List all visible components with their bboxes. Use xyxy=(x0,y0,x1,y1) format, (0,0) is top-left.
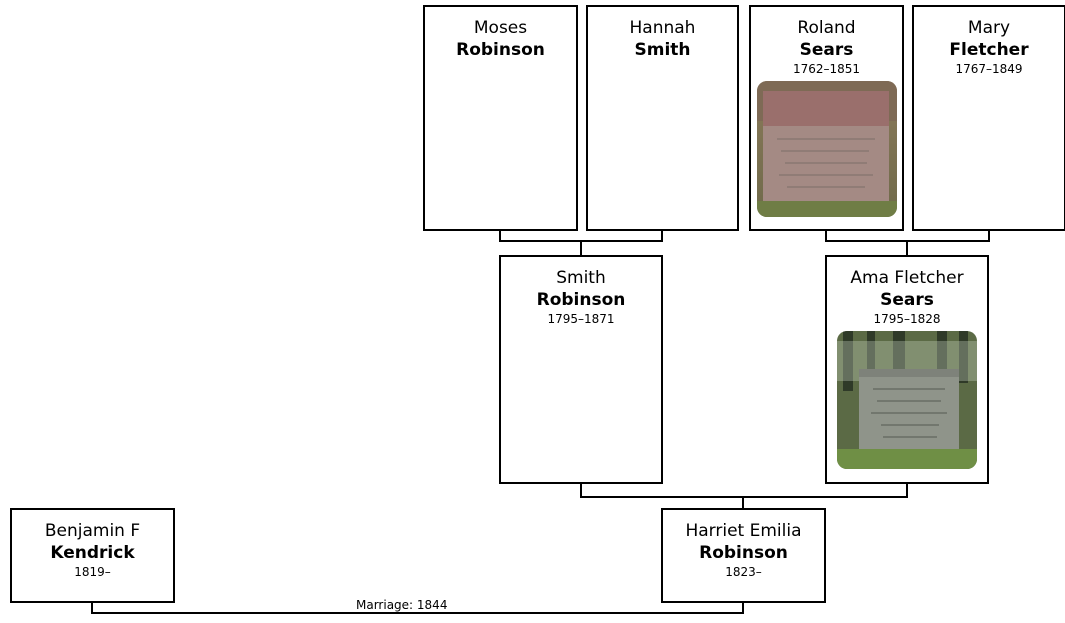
given-name: Moses xyxy=(473,18,528,38)
connector-line xyxy=(988,231,990,241)
given-name: Hannah xyxy=(629,18,696,38)
surname: Sears xyxy=(799,40,854,60)
surname: Robinson xyxy=(536,290,626,310)
given-name: Ama Fletcher xyxy=(850,268,964,288)
person-card-roland-sears[interactable]: Roland Sears 1762–1851 xyxy=(749,5,904,231)
marriage-connector-line xyxy=(91,603,93,613)
gravestone-photo[interactable] xyxy=(756,81,897,217)
person-card-mary-fletcher[interactable]: Mary Fletcher 1767–1849 xyxy=(912,5,1065,231)
life-dates: 1762–1851 xyxy=(792,62,861,76)
connector-line xyxy=(580,496,908,498)
person-card-ama-fletcher-sears[interactable]: Ama Fletcher Sears 1795–1828 xyxy=(825,255,989,484)
person-card-hannah-smith[interactable]: Hannah Smith xyxy=(586,5,739,231)
given-name: Roland xyxy=(797,18,856,38)
life-dates: 1819– xyxy=(74,565,111,579)
person-card-moses-robinson[interactable]: Moses Robinson xyxy=(423,5,578,231)
marriage-label: Marriage: 1844 xyxy=(356,598,448,612)
given-name: Harriet Emilia xyxy=(685,521,802,541)
connector-line xyxy=(661,231,663,241)
person-card-smith-robinson[interactable]: Smith Robinson 1795–1871 xyxy=(499,255,663,484)
connector-line xyxy=(742,496,744,509)
connector-line xyxy=(825,231,827,241)
person-card-benjamin-kendrick[interactable]: Benjamin F Kendrick 1819– xyxy=(10,508,175,603)
connector-line xyxy=(906,240,908,256)
connector-line xyxy=(580,484,582,498)
surname: Smith xyxy=(634,40,691,60)
marriage-connector-line xyxy=(742,603,744,613)
connector-line xyxy=(580,240,582,256)
life-dates: 1823– xyxy=(725,565,762,579)
given-name: Mary xyxy=(967,18,1011,38)
given-name: Smith xyxy=(556,268,606,288)
surname: Sears xyxy=(880,290,934,310)
connector-line xyxy=(906,484,908,498)
surname: Kendrick xyxy=(50,543,135,563)
life-dates: 1767–1849 xyxy=(955,62,1023,76)
connector-line xyxy=(499,231,501,241)
life-dates: 1795–1828 xyxy=(873,312,941,326)
surname: Robinson xyxy=(699,543,788,563)
gravestone-photo[interactable] xyxy=(837,331,977,469)
person-card-harriet-robinson[interactable]: Harriet Emilia Robinson 1823– xyxy=(661,508,826,603)
surname: Fletcher xyxy=(949,40,1029,60)
marriage-connector-line xyxy=(91,612,744,614)
surname: Robinson xyxy=(456,40,545,60)
given-name: Benjamin F xyxy=(44,521,141,541)
life-dates: 1795–1871 xyxy=(547,312,615,326)
